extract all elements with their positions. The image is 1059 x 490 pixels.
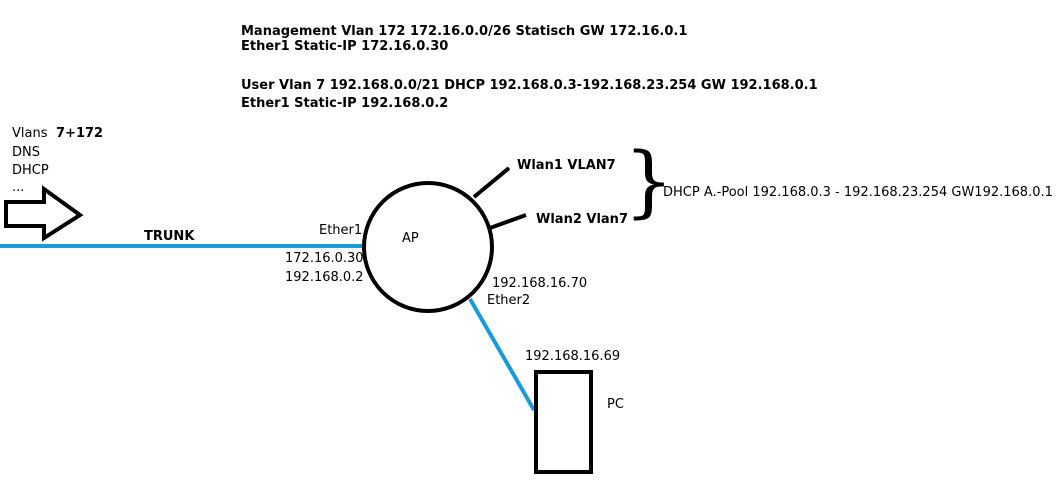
ap-node bbox=[362, 181, 494, 313]
dhcp-label: DHCP bbox=[12, 163, 49, 178]
dns-label: DNS bbox=[12, 145, 40, 160]
trunk-label: TRUNK bbox=[144, 229, 195, 244]
arrow-icon bbox=[4, 185, 84, 242]
mgmt-ether1-line: Ether1 Static-IP 172.16.0.30 bbox=[241, 39, 449, 54]
ether2-ip: 192.168.16.70 bbox=[492, 276, 588, 291]
vlans-value: 7+172 bbox=[56, 126, 104, 141]
vlans-label: Vlans bbox=[12, 126, 48, 141]
wlan1-antenna bbox=[472, 166, 511, 199]
user-ether1-line: Ether1 Static-IP 192.168.0.2 bbox=[241, 96, 449, 111]
ether2-label: Ether2 bbox=[487, 293, 531, 308]
user-vlan-line: User Vlan 7 192.168.0.0/21 DHCP 192.168.… bbox=[241, 78, 818, 93]
ether1-ip-user: 192.168.0.2 bbox=[285, 270, 364, 285]
wlan1-label: Wlan1 VLAN7 bbox=[517, 158, 616, 173]
wlan2-label: Wlan2 Vlan7 bbox=[536, 212, 628, 227]
pc-ip: 192.168.16.69 bbox=[525, 349, 621, 364]
pc-node bbox=[534, 370, 593, 474]
mgmt-vlan-line: Management Vlan 172 172.16.0.0/26 Statis… bbox=[241, 24, 688, 39]
ether1-label: Ether1 bbox=[319, 223, 363, 238]
dhcp-pool-label: DHCP A.-Pool 192.168.0.3 - 192.168.23.25… bbox=[663, 185, 1053, 200]
wlan2-antenna bbox=[489, 213, 527, 230]
ether2-link bbox=[468, 298, 536, 411]
wlan-brace: } bbox=[624, 137, 674, 227]
pc-label: PC bbox=[607, 397, 624, 412]
more-label: ... bbox=[12, 180, 25, 195]
ap-label: AP bbox=[402, 231, 419, 246]
ether1-ip-mgmt: 172.16.0.30 bbox=[285, 251, 364, 266]
